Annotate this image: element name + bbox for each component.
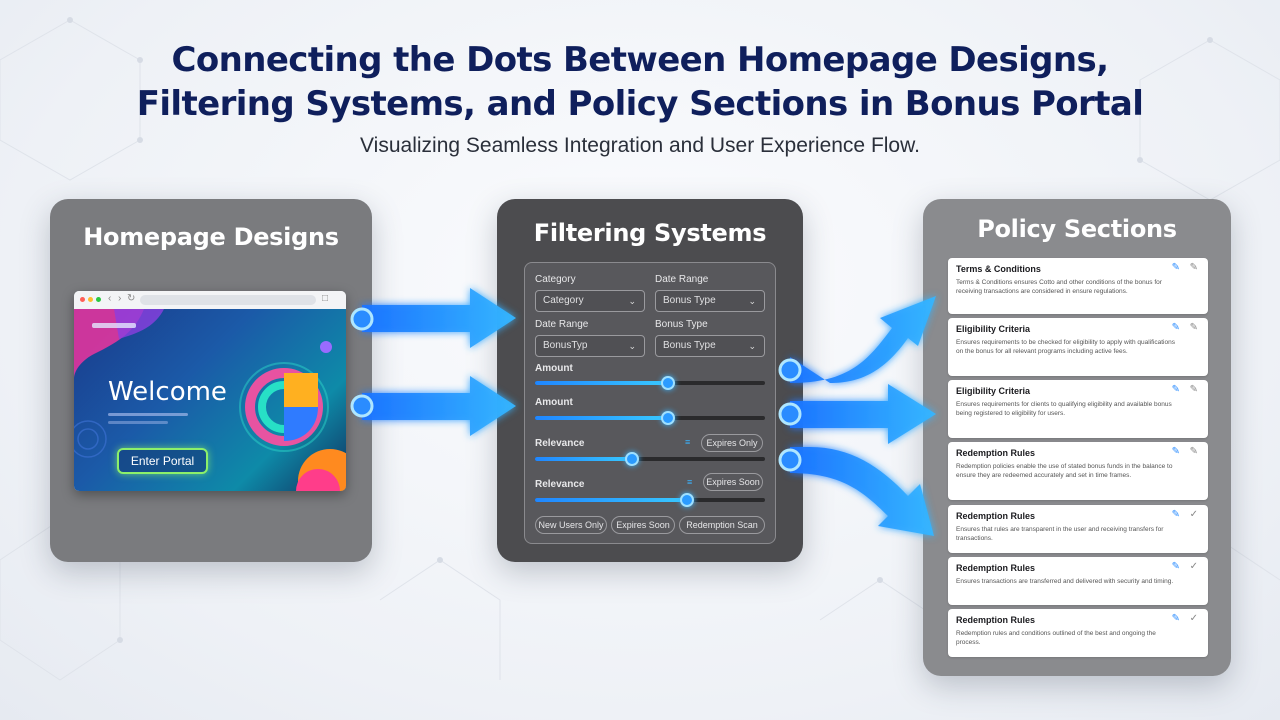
edit-icon[interactable]: ✎ <box>1189 446 1198 457</box>
relevance-label-2: Relevance <box>535 479 585 490</box>
enter-portal-button[interactable]: Enter Portal <box>117 448 208 474</box>
chevron-down-icon: ⌄ <box>628 341 636 351</box>
date-range-select[interactable]: BonusTyp ⌄ <box>535 335 645 357</box>
edit-icon[interactable]: ✎ <box>1189 384 1198 395</box>
filtering-panel-title: Filtering Systems <box>533 219 767 247</box>
category-select[interactable]: Category ⌄ <box>535 290 645 312</box>
bonus-type-select-2-value: Bonus Type <box>663 340 716 351</box>
policy-card-title: Redemption Rules <box>956 511 1036 521</box>
amount-label-1: Amount <box>535 363 573 374</box>
chevron-down-icon: ⌄ <box>628 296 636 306</box>
pencil-icon[interactable]: ✎ <box>1171 384 1180 395</box>
filter-form: Category Date Range Category ⌄ Bonus Typ… <box>524 262 776 544</box>
bonus-type-label: Bonus Type <box>655 319 708 330</box>
bonus-type-select[interactable]: Bonus Type ⌄ <box>655 290 765 312</box>
chip-redemption-scan[interactable]: Redemption Scan <box>679 516 765 534</box>
browser-toolbar: ‹ › ↻ □ <box>74 291 346 309</box>
forward-arrow-icon: › <box>118 293 122 304</box>
chevron-down-icon: ⌄ <box>748 341 756 351</box>
homepage-hero: Welcome Enter Portal <box>74 309 346 491</box>
title-line-1: Connecting the Dots Between Homepage Des… <box>171 40 1110 80</box>
url-bar <box>140 295 316 305</box>
slider-fill <box>535 381 669 385</box>
chevron-down-icon: ⌄ <box>748 296 756 306</box>
close-dot-icon <box>80 297 85 302</box>
policy-card-eligibility-2[interactable]: Eligibility Criteria Ensures requirement… <box>948 380 1208 438</box>
maximize-dot-icon <box>96 297 101 302</box>
pencil-icon[interactable]: ✎ <box>1171 262 1180 273</box>
pencil-icon[interactable]: ✎ <box>1171 613 1180 624</box>
slider-fill <box>535 416 669 420</box>
slider-fill <box>535 457 632 461</box>
expires-only-pill[interactable]: Expires Only <box>701 434 763 452</box>
policy-card-text: Terms & Conditions ensures Cotto and oth… <box>956 279 1162 295</box>
policy-card-title: Eligibility Criteria <box>956 386 1031 396</box>
edit-icon[interactable]: ✎ <box>1189 262 1198 273</box>
pencil-icon[interactable]: ✎ <box>1171 322 1180 333</box>
welcome-heading: Welcome <box>108 377 227 407</box>
policy-card-title: Eligibility Criteria <box>956 324 1031 334</box>
policy-card-text: Redemption rules and conditions outlined… <box>956 630 1156 646</box>
edit-icon[interactable]: ✎ <box>1189 322 1198 333</box>
slider-handle[interactable] <box>661 376 676 390</box>
chip-expires-soon[interactable]: Expires Soon <box>611 516 675 534</box>
hero-artwork <box>74 309 346 491</box>
category-select-value: Category <box>543 295 584 306</box>
policy-card-title: Terms & Conditions <box>956 264 1041 274</box>
amount-label-2: Amount <box>535 397 573 408</box>
policy-card-text: Ensures transactions are transferred and… <box>956 578 1174 585</box>
chip-new-users-only[interactable]: New Users Only <box>535 516 607 534</box>
check-icon[interactable]: ✓ <box>1189 561 1198 572</box>
policy-card-redemption[interactable]: Redemption Rules Redemption policies ena… <box>948 442 1208 500</box>
relevance-slider-1[interactable] <box>535 452 765 466</box>
reload-icon: ↻ <box>127 293 136 304</box>
date-range-label: Date Range <box>655 274 709 285</box>
check-icon[interactable]: ✓ <box>1189 509 1198 520</box>
title-line-2: Filtering Systems, and Policy Sections i… <box>136 84 1144 124</box>
pencil-icon[interactable]: ✎ <box>1171 446 1180 457</box>
policy-card-text: Ensures requirements to be checked for e… <box>956 339 1175 355</box>
speed-lines-icon: ≡ <box>685 437 691 447</box>
page-title: Connecting the Dots Between Homepage Des… <box>0 38 1280 126</box>
policy-card-redemption-3[interactable]: Redemption Rules Ensures transactions ar… <box>948 557 1208 605</box>
policy-panel-title: Policy Sections <box>977 215 1177 243</box>
bonus-type-select-2[interactable]: Bonus Type ⌄ <box>655 335 765 357</box>
slider-fill <box>535 498 687 502</box>
pencil-icon[interactable]: ✎ <box>1171 561 1180 572</box>
slider-handle[interactable] <box>624 452 639 466</box>
speed-lines-icon: ≡ <box>687 477 693 487</box>
policy-card-redemption-2[interactable]: Redemption Rules Ensures that rules are … <box>948 505 1208 553</box>
date-range-label-2: Date Range <box>535 319 589 330</box>
amount-slider-1[interactable] <box>535 376 765 390</box>
policy-card-text: Ensures requirements for clients to qual… <box>956 401 1172 417</box>
slider-handle[interactable] <box>679 493 694 507</box>
back-arrow-icon: ‹ <box>108 293 112 304</box>
policy-card-redemption-4[interactable]: Redemption Rules Redemption rules and co… <box>948 609 1208 657</box>
slider-handle[interactable] <box>661 411 676 425</box>
date-range-select-value: BonusTyp <box>543 340 588 351</box>
browser-menu-icon: □ <box>322 293 329 304</box>
pencil-icon[interactable]: ✎ <box>1171 509 1180 520</box>
policy-card-title: Redemption Rules <box>956 615 1036 625</box>
policy-card-eligibility[interactable]: Eligibility Criteria Ensures requirement… <box>948 318 1208 376</box>
policy-card-text: Ensures that rules are transparent in th… <box>956 526 1164 542</box>
policy-card-title: Redemption Rules <box>956 448 1036 458</box>
check-icon[interactable]: ✓ <box>1189 613 1198 624</box>
policy-card-terms[interactable]: Terms & Conditions Terms & Conditions en… <box>948 258 1208 314</box>
relevance-slider-2[interactable] <box>535 493 765 507</box>
amount-slider-2[interactable] <box>535 411 765 425</box>
homepage-panel-title: Homepage Designs <box>83 223 339 251</box>
category-label: Category <box>535 274 576 285</box>
page-subtitle: Visualizing Seamless Integration and Use… <box>360 134 920 157</box>
policy-card-text: Redemption policies enable the use of st… <box>956 463 1173 479</box>
policy-card-title: Redemption Rules <box>956 563 1036 573</box>
bonus-type-select-value: Bonus Type <box>663 295 716 306</box>
expires-soon-pill[interactable]: Expires Soon <box>703 473 763 491</box>
minimize-dot-icon <box>88 297 93 302</box>
browser-mockup: ‹ › ↻ □ Welcome Enter Portal <box>74 291 346 491</box>
relevance-label-1: Relevance <box>535 438 585 449</box>
